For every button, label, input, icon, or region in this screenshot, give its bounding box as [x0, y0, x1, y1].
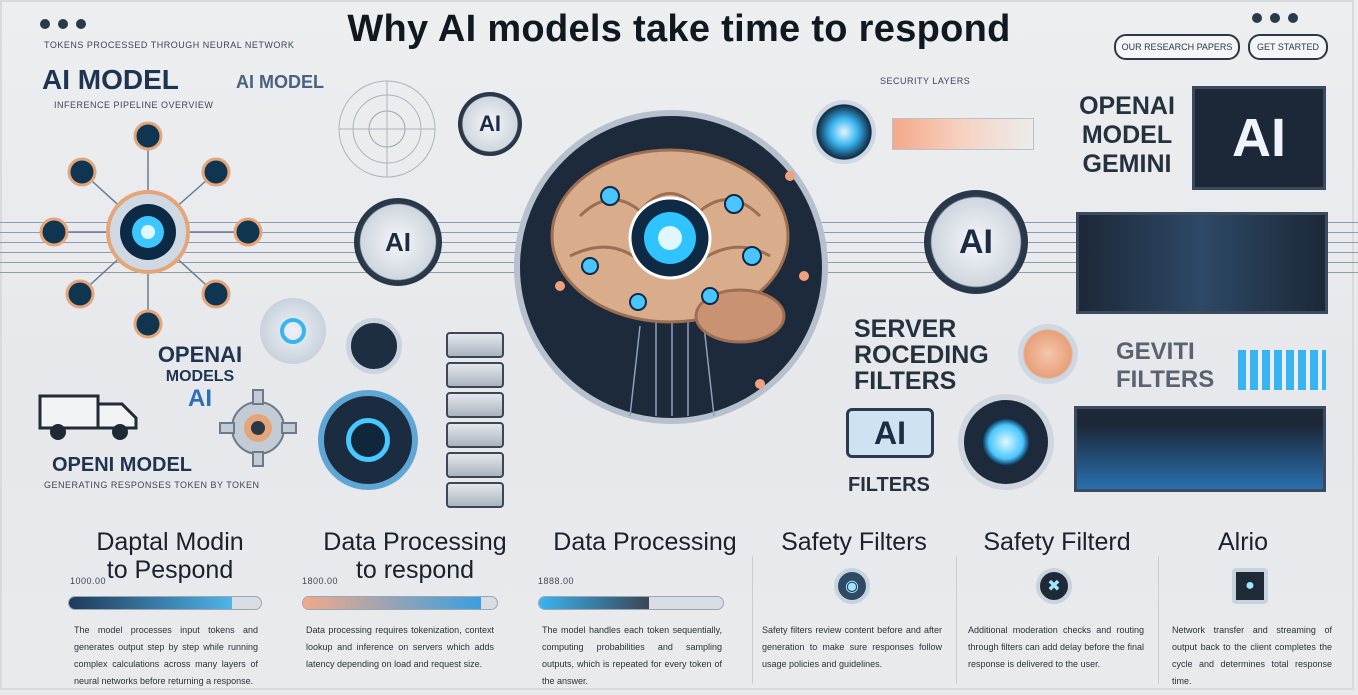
progress-bar-2 [302, 596, 498, 610]
progress-bar-fill [539, 597, 650, 609]
filters-label: FILTERS [848, 474, 930, 496]
progress-bar-fill [303, 597, 482, 609]
eye-icon-large [346, 418, 390, 462]
wireframe-globe-icon [338, 80, 436, 178]
openai-line: OPENAI [157, 342, 243, 367]
server-line: SERVER [854, 315, 957, 343]
model-name-block: OPENAI MODEL GEMINI [1068, 92, 1186, 179]
column-title-line: Daptal Modin [96, 528, 244, 556]
column-title-2: Data Processing to respond [304, 528, 526, 584]
progress-strip [892, 118, 1034, 150]
column-divider [1158, 556, 1159, 684]
shield-badge-icon [1018, 324, 1078, 384]
column-text-5: Additional moderation checks and routing… [968, 625, 1144, 669]
gemini-line: GEMINI [1082, 150, 1172, 178]
column-text-6: Network transfer and streaming of output… [1172, 625, 1332, 686]
brain-icon [550, 148, 809, 417]
network-icon: ● [1232, 568, 1268, 604]
eye-icon [280, 318, 306, 344]
column-title-line: to Pespond [106, 556, 234, 584]
progress-bar-1 [68, 596, 262, 610]
lens-icon [346, 318, 402, 374]
openai-line: OPENAI [1079, 92, 1175, 120]
ai-badge-middle: AI [354, 198, 442, 286]
progress-bar-3 [538, 596, 724, 610]
ai-model-heading: AI MODEL [42, 64, 179, 95]
column-title-line: to respond [355, 556, 475, 584]
truck-icon [38, 394, 138, 440]
monitor-ai-text: AI [1232, 108, 1286, 168]
model-line: MODEL [1081, 121, 1173, 149]
mini-bar-icon [1238, 350, 1326, 390]
progress-bar-fill [69, 597, 233, 609]
column-text-3: The model handles each token sequentiall… [542, 625, 722, 686]
ai-box: AI [846, 408, 934, 458]
gevit-filters-line: FILTERS [1116, 366, 1215, 393]
window-dots-right [1252, 10, 1306, 28]
window-dots-left [40, 16, 94, 34]
bottom-caption: GENERATING RESPONSES TOKEN BY TOKEN [44, 480, 260, 490]
roceding-line: ROCEDING [854, 341, 989, 369]
security-caption: SECURITY LAYERS [880, 76, 971, 86]
dashboard-screen [1076, 212, 1328, 314]
filters-line: FILTERS [854, 367, 957, 395]
column-text-2: Data processing requires tokenization, c… [306, 625, 494, 669]
column-title-line: Data Processing [323, 528, 507, 556]
monitor-display: AI [1192, 86, 1326, 190]
server-filters-block: SERVER ROCEDING FILTERS [854, 316, 1014, 394]
column-text-1: The model processes input tokens and gen… [74, 625, 258, 686]
sunburst-icon [812, 100, 876, 164]
ai-badge-top: AI [458, 92, 522, 156]
column-title-line: Data Processing [553, 528, 737, 556]
server-stack-icon [446, 332, 504, 508]
chart-screen [1074, 406, 1326, 492]
columns-section: Daptal Modin to Pespond 1000.00 The mode… [0, 508, 1358, 688]
column-stat-3: 1888.00 [538, 576, 575, 586]
filter-cross-icon: ✖ [1036, 568, 1072, 604]
gevit-line: GEVITI [1116, 338, 1195, 365]
neural-network-diagram [39, 121, 263, 339]
openi-model-label: OPENI MODEL [52, 454, 193, 476]
column-title-3: Data Processing [536, 528, 754, 556]
column-title-6: Alrio [1217, 528, 1268, 556]
column-text-4: Safety filters review content before and… [762, 625, 942, 669]
ai-model-heading-secondary: AI MODEL [236, 72, 324, 92]
page-title: Why AI models take time to respond [347, 8, 1011, 50]
header-subtitle: TOKENS PROCESSED THROUGH NEURAL NETWORK [44, 40, 295, 50]
research-button[interactable]: OUR RESEARCH PAPERS [1114, 34, 1240, 60]
filter-lens-core [982, 418, 1030, 466]
ai-line: AI [188, 385, 212, 412]
column-stat-2: 1800.00 [302, 576, 339, 586]
gear-icon [219, 389, 297, 467]
column-title-1: Daptal Modin to Pespond [70, 528, 270, 584]
column-title-5: Safety Filterd [983, 528, 1131, 556]
column-divider [752, 556, 753, 684]
openai-models-label: OPENAI MODELS AI [150, 342, 250, 412]
eye-badge-large [318, 390, 418, 490]
column-stat-1: 1000.00 [70, 576, 107, 586]
gevit-block: GEVITI FILTERS [1116, 338, 1214, 394]
ai-badge-right: AI [924, 190, 1028, 294]
column-divider [956, 556, 957, 684]
safety-shield-icon: ◉ [834, 568, 870, 604]
column-title-4: Safety Filters [781, 528, 927, 556]
get-started-button[interactable]: GET STARTED [1248, 34, 1328, 60]
models-line: MODELS [165, 368, 235, 385]
inference-caption: INFERENCE PIPELINE OVERVIEW [54, 100, 214, 110]
